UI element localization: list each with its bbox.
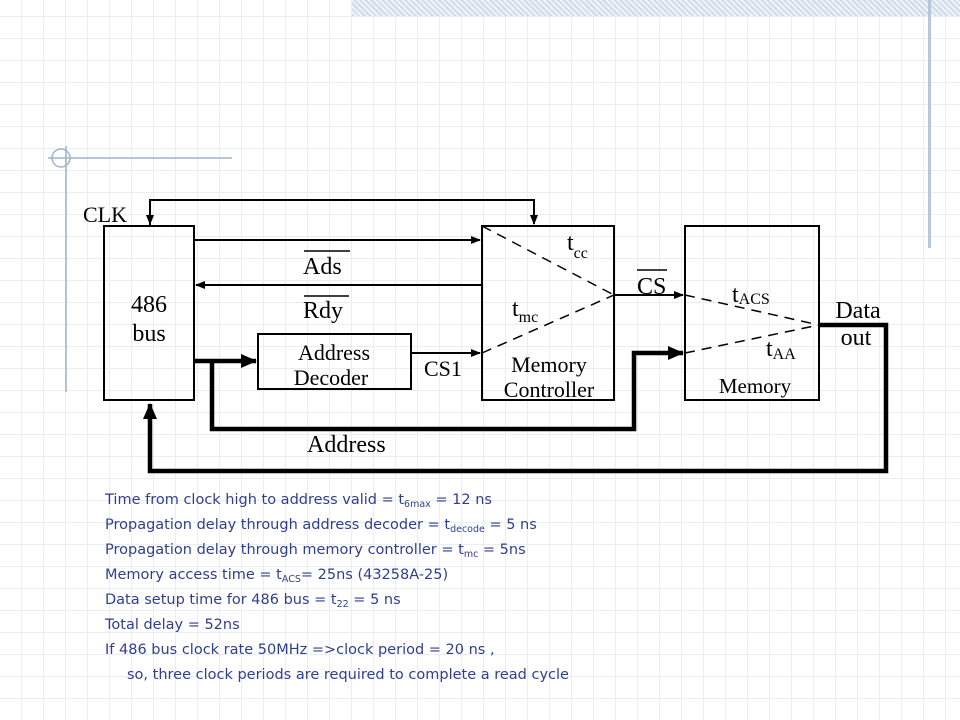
address-bus: [194, 346, 684, 432]
controller-label-line1: Memory: [511, 352, 587, 377]
tacs-label: tACS: [732, 282, 770, 308]
note-line-1: Time from clock high to address valid = …: [105, 492, 492, 510]
bus-label-line1: 486: [131, 292, 167, 318]
corner-decoration: [48, 146, 232, 392]
note-line-7: If 486 bus clock rate 50MHz =>clock peri…: [105, 642, 495, 658]
rdy-label: Rdy: [303, 298, 343, 324]
note-line-3: Propagation delay through memory control…: [105, 542, 526, 560]
tmc-label: tmc: [512, 296, 538, 326]
data-bus: [143, 322, 889, 474]
memory-block: [684, 225, 820, 401]
taa-label: tAA: [766, 336, 796, 363]
top-decorative-band: [352, 0, 960, 16]
note-line-6: Total delay = 52ns: [105, 617, 240, 633]
decoder-block: [257, 333, 412, 390]
timing-notes: Time from clock high to address valid = …: [105, 488, 865, 688]
note-line-8: so, three clock periods are required to …: [127, 667, 569, 683]
tcc-label: tcc: [567, 230, 588, 262]
decoder-label-line1: Address: [298, 340, 370, 365]
memory-label: Memory: [719, 374, 792, 398]
right-decorative-line: [928, 0, 931, 248]
note-line-5: Data setup time for 486 bus = t22 = 5 ns: [105, 592, 401, 610]
bus-label-line2: bus: [132, 321, 165, 347]
clk-label: CLK: [83, 202, 127, 227]
controller-label-line2: Controller: [504, 377, 595, 402]
cs1-label: CS1: [424, 356, 462, 381]
clk-line: [146, 199, 538, 226]
data-out-label-line2: out: [841, 325, 872, 351]
ads-label: Ads: [303, 254, 342, 280]
cs-label: CS: [637, 274, 666, 300]
decoder-label-line2: Decoder: [294, 365, 369, 390]
note-line-4: Memory access time = tACS= 25ns (43258A-…: [105, 567, 449, 585]
controller-block: [481, 225, 615, 401]
data-out-label-line1: Data: [835, 298, 881, 324]
address-label: Address: [307, 432, 386, 458]
timing-dashes: [481, 225, 820, 354]
note-line-2: Propagation delay through address decode…: [105, 517, 537, 535]
